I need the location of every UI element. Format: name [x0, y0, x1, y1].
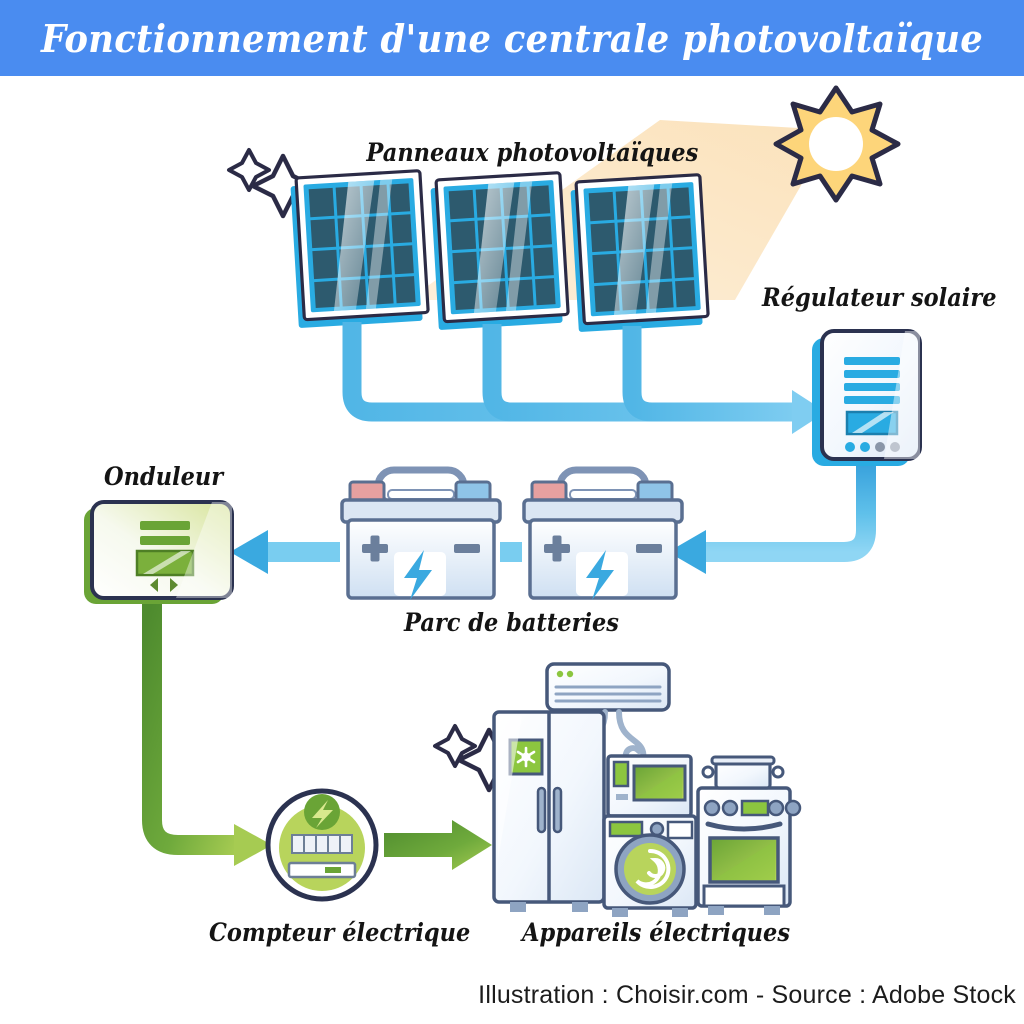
credit-text: Illustration : Choisir.com - Source : Ad… [478, 981, 1016, 1009]
label-panels: Panneaux photovoltaïques [366, 138, 699, 167]
flow-regulator-to-batteries [668, 466, 876, 574]
flow-inverter-to-meter [142, 604, 272, 866]
regulator-leds [845, 442, 900, 452]
label-batteries: Parc de batteries [404, 608, 619, 637]
label-meter: Compteur électrique [209, 918, 471, 947]
meter-badge [304, 794, 340, 830]
label-appliances: Appareils électriques [522, 918, 791, 947]
electric-meter [265, 788, 379, 902]
refrigerator [492, 710, 606, 912]
title-banner: Fonctionnement d'une centrale photovolta… [0, 0, 1024, 76]
stove-knobs [703, 799, 802, 817]
stove [696, 755, 802, 915]
sun-icon [773, 85, 901, 203]
inverter-arrows [150, 578, 178, 592]
inverter-bars [140, 521, 190, 545]
label-regulator: Régulateur solaire [762, 283, 997, 312]
washing-machine [602, 814, 698, 917]
flow-panels-to-regulator [342, 322, 826, 434]
label-inverter: Onduleur [104, 462, 224, 491]
flow-meter-to-appliances [384, 820, 492, 870]
meter-digits [291, 834, 353, 854]
air-conditioner [545, 662, 671, 712]
regulator-bars [844, 357, 900, 404]
battery [522, 466, 684, 600]
battery [340, 466, 502, 600]
solar-panel [290, 169, 430, 328]
solar-panel [430, 171, 570, 330]
inverter [84, 500, 234, 604]
page-title: Fonctionnement d'une centrale photovolta… [40, 15, 984, 61]
solar-regulator [812, 329, 922, 466]
meter-progress [287, 861, 357, 879]
solar-panel [570, 173, 710, 332]
inverter-display [135, 549, 195, 577]
solar-panels [290, 169, 710, 332]
battery-bank [340, 466, 684, 600]
electric-appliances [492, 662, 802, 917]
microwave [606, 754, 693, 818]
regulator-display [845, 410, 899, 436]
cooking-pot [701, 755, 785, 790]
flow-batteries-to-inverter [230, 530, 522, 574]
